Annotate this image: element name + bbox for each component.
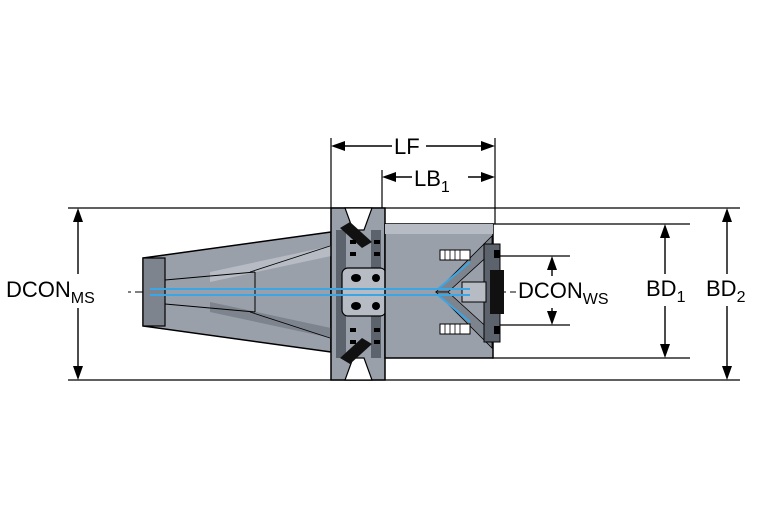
adaptor-body	[384, 223, 504, 359]
coolant-channel	[150, 261, 471, 323]
lb1-label: LB1	[414, 166, 450, 196]
bd2-label: BD2	[706, 276, 746, 306]
extension-lines	[68, 138, 740, 381]
bd1-label: BD1	[646, 276, 686, 306]
taper-shank	[142, 231, 332, 353]
dcon-ms-label: DCONMS	[6, 277, 95, 307]
lf-label: LF	[394, 134, 420, 159]
dcon-ws-label: DCONWS	[518, 278, 609, 308]
